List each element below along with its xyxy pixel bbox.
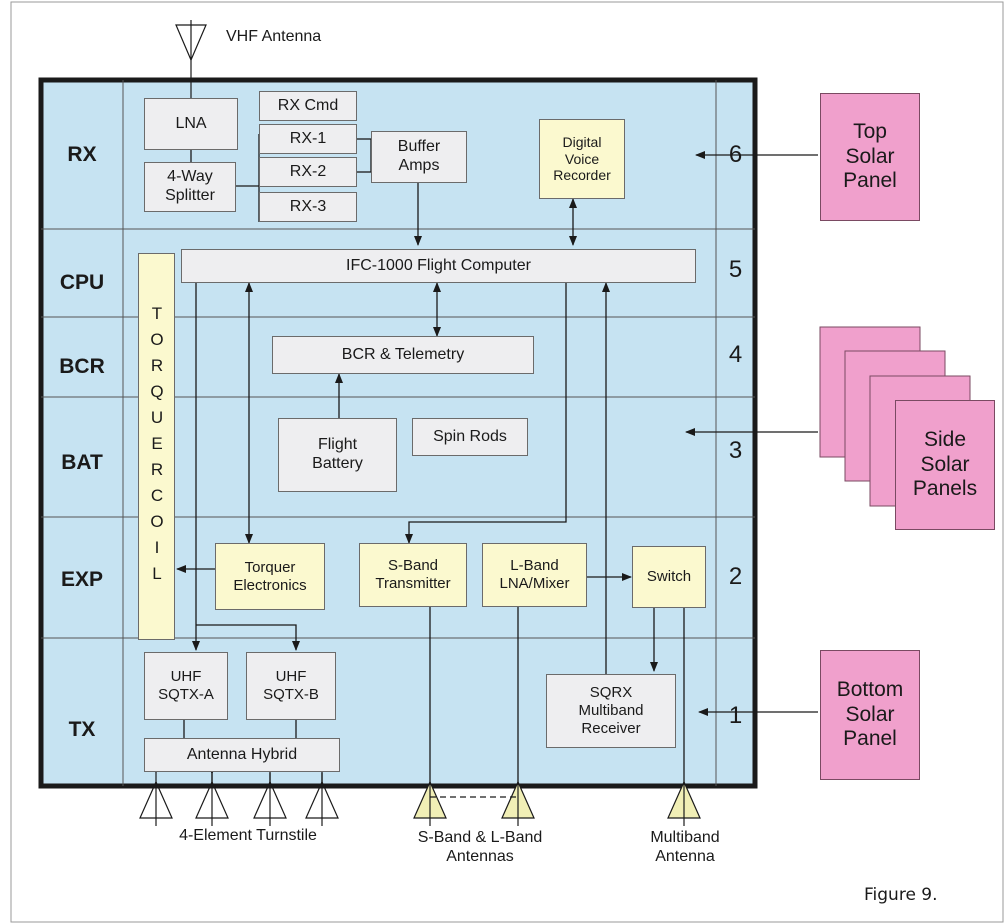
level-3: 3	[728, 436, 743, 464]
torquer-coil-letter: T	[151, 304, 163, 323]
row-label-cpu: CPU	[59, 270, 105, 294]
figure-caption: Figure 9.	[864, 884, 938, 905]
multiband-antenna-icon	[667, 780, 701, 826]
l-band-lna-mixer-block: L-Band LNA/Mixer	[482, 543, 587, 607]
row-label-tx: TX	[68, 717, 96, 741]
figure-border	[10, 1, 1004, 923]
vhf-antenna-label: VHF Antenna	[226, 27, 322, 45]
level-1: 1	[728, 701, 743, 729]
buffer-amps-block: Buffer Amps	[371, 131, 467, 183]
antenna-hybrid-block: Antenna Hybrid	[144, 738, 340, 772]
rx-cmd-block: RX Cmd	[259, 91, 357, 121]
sqrx-receiver-block: SQRX Multiband Receiver	[546, 674, 676, 748]
flight-computer-block: IFC-1000 Flight Computer	[181, 249, 696, 283]
uhf-sqtx-b-block: UHF SQTX-B	[246, 652, 336, 720]
torquer-coil-letter: O	[150, 512, 164, 531]
multiband-antenna-label: Multiband Antenna	[650, 829, 720, 865]
level-6: 6	[728, 140, 743, 168]
turnstile-label: 4-Element Turnstile	[179, 826, 317, 844]
level-5: 5	[728, 255, 743, 283]
sl-band-antennas-label: S-Band & L-Band Antennas	[417, 829, 543, 865]
switch-block: Switch	[632, 546, 706, 608]
torquer-coil-letter: C	[150, 486, 164, 505]
torquer-coil-letter: O	[150, 330, 164, 349]
vhf-antenna-icon	[175, 20, 207, 98]
row-label-bcr: BCR	[59, 354, 105, 378]
top-solar-panel: Top Solar Panel	[820, 93, 920, 221]
s-band-transmitter-block: S-Band Transmitter	[359, 543, 467, 607]
sl-band-antenna-icon	[413, 780, 535, 826]
torquer-coil-letter: R	[150, 460, 164, 479]
torquer-coil-letter: U	[150, 408, 164, 427]
flight-battery-block: Flight Battery	[278, 418, 397, 492]
level-2: 2	[728, 562, 743, 590]
side-solar-panels: Side Solar Panels	[895, 400, 995, 530]
torquer-coil-letter: E	[151, 434, 163, 453]
bottom-solar-panel: Bottom Solar Panel	[820, 650, 920, 780]
level-4: 4	[728, 340, 743, 368]
torquer-coil-letter: I	[154, 538, 160, 557]
rx3-block: RX-3	[259, 192, 357, 222]
spin-rods-block: Spin Rods	[412, 418, 528, 456]
row-label-rx: RX	[67, 142, 97, 166]
uhf-sqtx-a-block: UHF SQTX-A	[144, 652, 228, 720]
digital-voice-recorder-block: Digital Voice Recorder	[539, 119, 625, 199]
bcr-telemetry-block: BCR & Telemetry	[272, 336, 534, 374]
torquer-electronics-block: Torquer Electronics	[215, 543, 325, 610]
splitter-block: 4-Way Splitter	[144, 162, 236, 212]
rx1-block: RX-1	[259, 124, 357, 154]
row-label-exp: EXP	[60, 567, 104, 591]
rx2-block: RX-2	[259, 157, 357, 187]
torquer-coil-letter: Q	[150, 382, 164, 401]
row-label-bat: BAT	[61, 450, 103, 474]
lna-block: LNA	[144, 98, 238, 150]
torquer-coil-letter: L	[152, 564, 162, 583]
torquer-coil-letter: R	[150, 356, 164, 375]
